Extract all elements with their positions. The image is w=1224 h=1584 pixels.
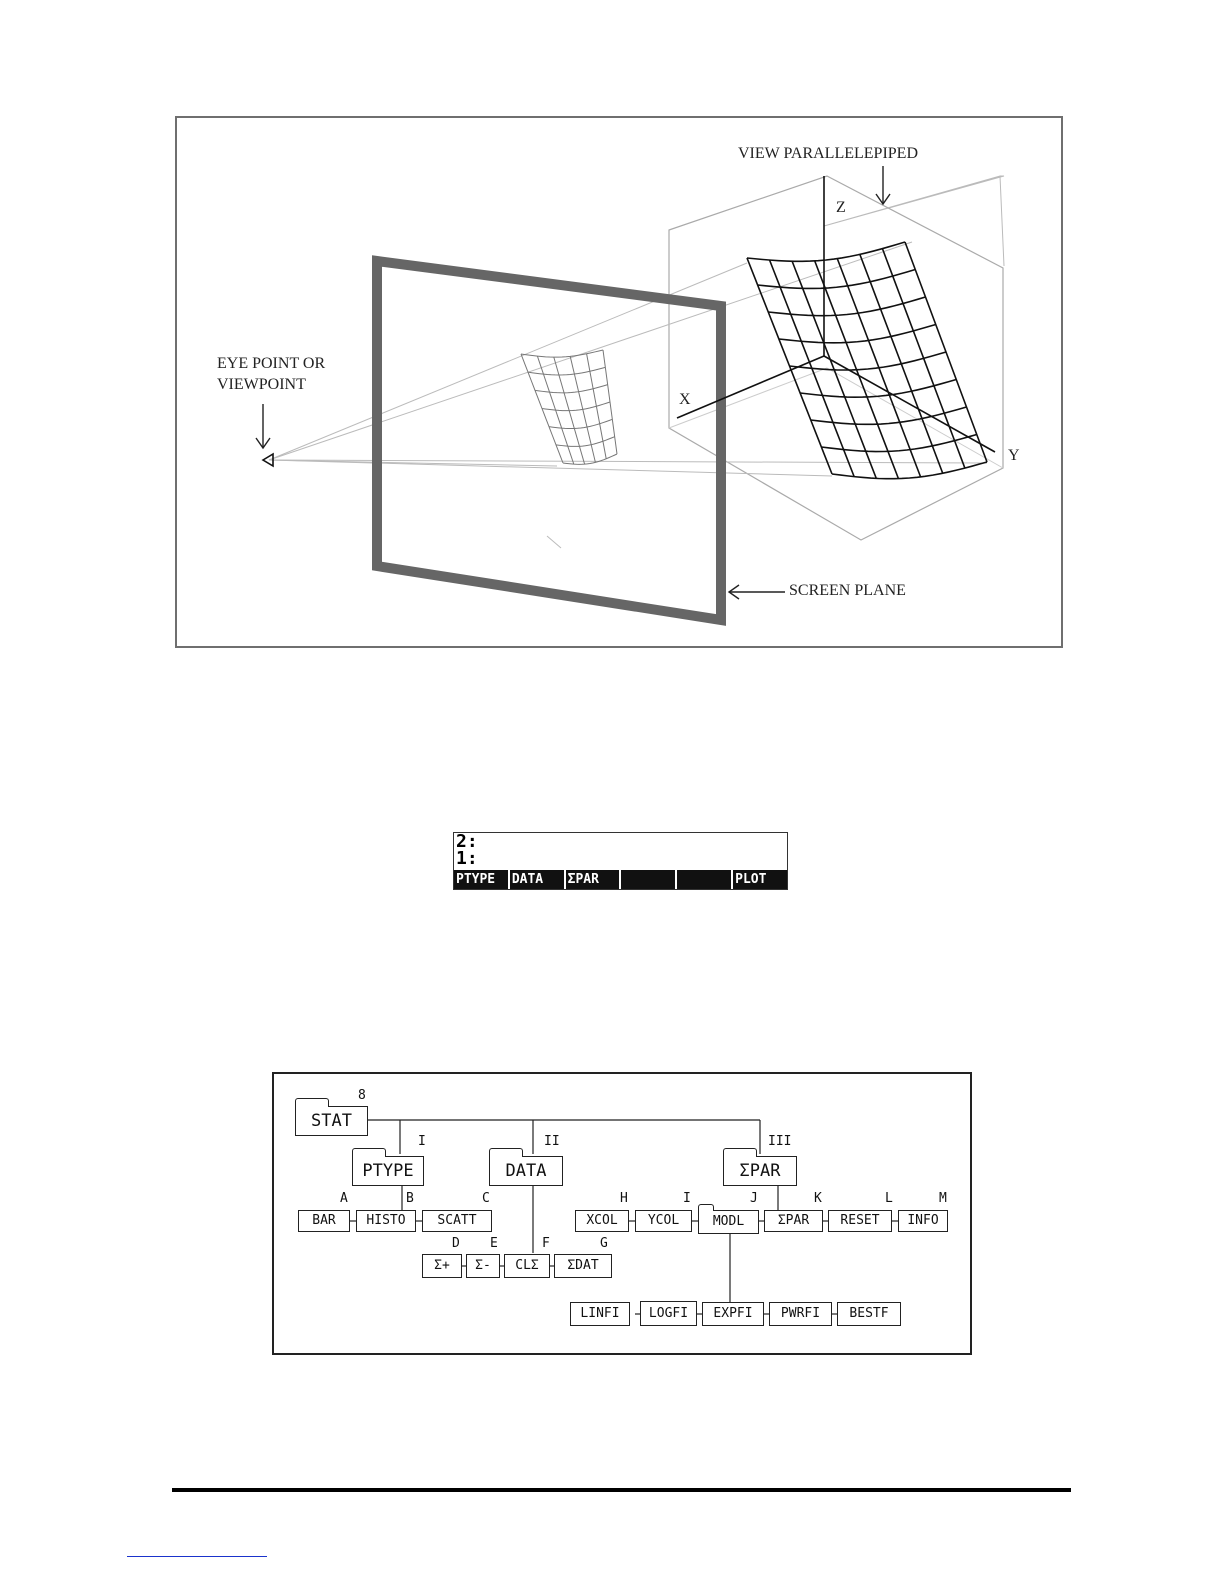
ycol-letter: I — [683, 1191, 691, 1206]
clsigma-menu-item[interactable]: CLΣ — [504, 1254, 550, 1278]
mesh-column-line — [837, 259, 920, 477]
bestf-menu-item[interactable]: BESTF — [837, 1302, 901, 1326]
xcol-menu-item[interactable]: XCOL — [575, 1210, 629, 1232]
stat-folder[interactable]: STAT — [295, 1106, 368, 1136]
view-parallelepiped-label: VIEW PARALLELEPIPED — [738, 144, 918, 164]
modl-letter: J — [750, 1191, 758, 1206]
sigma-dat-letter: G — [600, 1236, 608, 1251]
xcol-letter: H — [620, 1191, 628, 1206]
z-axis-label: Z — [836, 198, 846, 218]
stat-menu-number: 8 — [358, 1088, 366, 1103]
mesh-column-line — [770, 260, 855, 477]
mesh-row-line — [549, 419, 612, 428]
spar-item-letter: K — [814, 1191, 822, 1206]
sigma-minus-letter: E — [490, 1236, 498, 1251]
mesh-row-line — [542, 402, 610, 411]
folder-tab-icon — [723, 1148, 757, 1157]
info-menu-item[interactable]: INFO — [898, 1210, 948, 1232]
stack-level-1: 1: — [456, 850, 478, 868]
spar-menu-item[interactable]: ΣPAR — [764, 1210, 823, 1232]
scatt-menu-item[interactable]: SCATT — [422, 1210, 492, 1232]
expfi-menu-item[interactable]: EXPFI — [702, 1302, 764, 1326]
pwrfi-menu-item[interactable]: PWRFI — [769, 1302, 832, 1326]
eye-point-label-line2: VIEWPOINT — [217, 375, 306, 395]
folder-tab-icon — [352, 1148, 386, 1157]
reset-menu-item[interactable]: RESET — [828, 1210, 892, 1232]
spar-roman: III — [768, 1134, 791, 1149]
stat-folder-label: STAT — [311, 1111, 352, 1131]
y-axis-label: Y — [1008, 446, 1020, 466]
softkey-empty-5[interactable] — [677, 870, 731, 889]
softkey-menu: PTYPE DATA ΣPAR PLOT — [454, 870, 787, 889]
view-diagram-figure: VIEW PARALLELEPIPED Z X Y EYE POINT OR V… — [175, 116, 1063, 648]
info-letter: M — [939, 1191, 947, 1206]
reset-letter: L — [885, 1191, 893, 1206]
surface-mesh — [747, 242, 987, 479]
logfi-menu-item[interactable]: LOGFI — [640, 1301, 697, 1326]
ptype-roman: I — [418, 1134, 426, 1149]
bar-letter: A — [340, 1191, 348, 1206]
ycol-menu-item[interactable]: YCOL — [635, 1210, 692, 1232]
spar-folder-label: ΣPAR — [740, 1161, 781, 1181]
data-folder[interactable]: DATA — [489, 1156, 563, 1186]
sigma-plus-letter: D — [452, 1236, 460, 1251]
footer-link-underline — [127, 1556, 267, 1557]
x-axis-label: X — [679, 390, 691, 410]
bar-menu-item[interactable]: BAR — [298, 1210, 350, 1232]
modl-folder[interactable]: MODL — [698, 1210, 759, 1234]
folder-tab-icon — [698, 1204, 714, 1211]
mesh-row-line — [747, 242, 905, 261]
projected-surface-mesh — [521, 350, 617, 464]
ptype-folder-label: PTYPE — [362, 1161, 413, 1181]
footer-rule — [172, 1488, 1071, 1492]
data-roman: II — [544, 1134, 560, 1149]
softkey-plot[interactable]: PLOT — [733, 870, 787, 889]
histo-menu-item[interactable]: HISTO — [356, 1210, 416, 1232]
data-folder-label: DATA — [506, 1161, 547, 1181]
softkey-data[interactable]: DATA — [510, 870, 564, 889]
folder-tab-icon — [295, 1098, 329, 1107]
pointer-arrows — [256, 166, 890, 599]
eye-point-label-line1: EYE POINT OR — [217, 354, 325, 374]
stat-menu-tree: 8 STAT I PTYPE II DATA III ΣPAR A BAR B … — [272, 1072, 972, 1355]
mesh-column-line — [882, 249, 964, 468]
linfi-menu-item[interactable]: LINFI — [570, 1302, 630, 1326]
modl-folder-label: MODL — [713, 1214, 744, 1229]
sigma-minus-menu-item[interactable]: Σ- — [466, 1254, 500, 1278]
scatt-letter: C — [482, 1191, 490, 1206]
calculator-screen: 2: 1: PTYPE DATA ΣPAR PLOT — [453, 832, 788, 890]
sigma-plus-menu-item[interactable]: Σ+ — [422, 1254, 462, 1278]
mesh-row-line — [535, 385, 608, 393]
softkey-spar[interactable]: ΣPAR — [566, 870, 620, 889]
folder-tab-icon — [489, 1148, 523, 1157]
softkey-ptype[interactable]: PTYPE — [454, 870, 508, 889]
sigma-dat-menu-item[interactable]: ΣDAT — [554, 1254, 612, 1278]
histo-letter: B — [406, 1191, 414, 1206]
view-diagram-drawing — [177, 118, 1065, 650]
ptype-folder[interactable]: PTYPE — [352, 1156, 424, 1186]
softkey-empty-4[interactable] — [621, 870, 675, 889]
mesh-column-line — [747, 258, 832, 474]
spar-folder[interactable]: ΣPAR — [723, 1156, 797, 1186]
clsigma-letter: F — [542, 1236, 550, 1251]
mesh-column-line — [860, 254, 943, 473]
screen-plane-label: SCREEN PLANE — [789, 581, 906, 601]
mesh-column-line — [905, 242, 987, 462]
